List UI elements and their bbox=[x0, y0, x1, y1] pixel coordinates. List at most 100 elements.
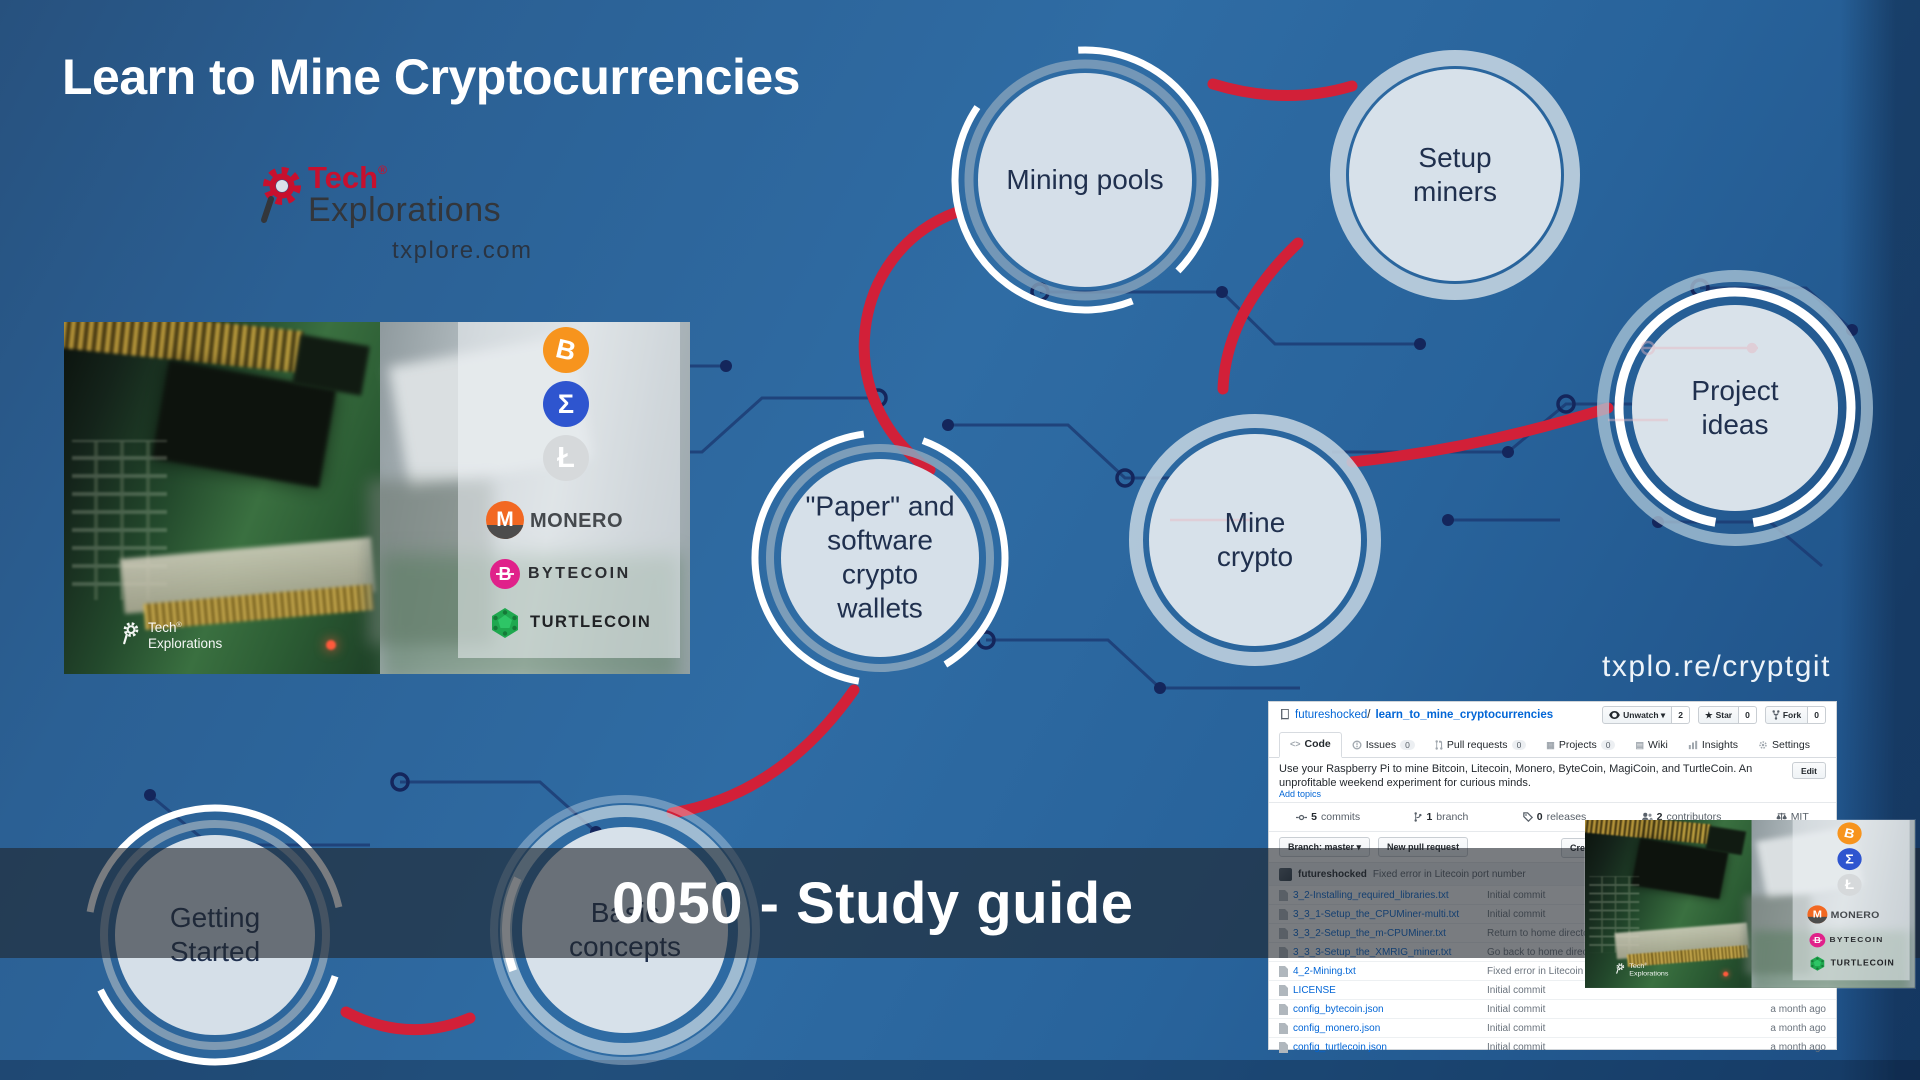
pi-photo-composite: B Σ Ł M MONERO B BYTECOIN TURTLECOIN bbox=[1585, 820, 1915, 988]
add-topics-link[interactable]: Add topics bbox=[1279, 789, 1322, 799]
repo-separator: / bbox=[1367, 709, 1371, 721]
bytecoin-label: BYTECOIN bbox=[528, 565, 631, 582]
turtlecoin-icon bbox=[1809, 956, 1826, 971]
star-button[interactable]: ★ Star bbox=[1697, 706, 1740, 724]
code-icon: <> bbox=[1290, 739, 1301, 749]
insights-icon bbox=[1688, 740, 1697, 750]
tab-settings[interactable]: Settings bbox=[1748, 734, 1820, 757]
file-icon bbox=[1279, 984, 1288, 996]
bytecoin-icon: B bbox=[1809, 933, 1826, 948]
tech-explorations-logo: Tech® Explorations txplore.com bbox=[256, 160, 556, 275]
wiki-icon: ▤ bbox=[1635, 739, 1644, 750]
gear-magnifier-icon bbox=[261, 167, 301, 223]
repo-tab-bar: <> Code Issues 0 Pull requests 0 ▦ Proje… bbox=[1269, 728, 1836, 758]
node-mining-pools: Mining pools bbox=[1006, 163, 1164, 195]
tab-pull-requests[interactable]: Pull requests 0 bbox=[1425, 734, 1536, 757]
star-icon: ★ bbox=[1704, 709, 1713, 720]
coin-list: B Σ Ł M MONERO B BYTECOIN TURTLECOIN bbox=[1793, 820, 1910, 980]
diagram-node-circles bbox=[84, 46, 1873, 1066]
repo-name-link[interactable]: learn_to_mine_cryptocurrencies bbox=[1375, 709, 1554, 721]
tab-issues[interactable]: Issues 0 bbox=[1342, 734, 1425, 757]
fork-icon bbox=[1772, 710, 1780, 720]
monero-label: MONERO bbox=[530, 510, 623, 532]
turtlecoin-label: TURTLECOIN bbox=[1830, 958, 1895, 968]
eye-icon bbox=[1609, 711, 1620, 719]
photo-watermark: Tech® Explorations bbox=[120, 620, 222, 651]
file-icon bbox=[1279, 965, 1288, 977]
bottom-edge-shade bbox=[0, 1060, 1920, 1080]
projects-icon: ▦ bbox=[1546, 739, 1555, 750]
pi-board-image bbox=[64, 322, 380, 674]
node-project-ideas: Project ideas bbox=[1691, 374, 1779, 440]
node-setup-miners: Setup miners bbox=[1412, 141, 1498, 207]
page-title: Learn to Mine Cryptocurrencies bbox=[62, 49, 800, 105]
bytecoin-label: BYTECOIN bbox=[1829, 935, 1884, 945]
tab-projects[interactable]: ▦ Projects 0 bbox=[1536, 734, 1625, 757]
tab-wiki[interactable]: ▤ Wiki bbox=[1635, 739, 1668, 751]
pi-photo-composite: B Σ Ł M MONERO B BYTECOIN TURTLECOIN bbox=[64, 322, 690, 674]
litecoin-icon: Ł bbox=[543, 435, 589, 481]
tab-insights[interactable]: Insights bbox=[1678, 734, 1748, 757]
coin-panel-veil bbox=[1792, 820, 1910, 981]
fork-button[interactable]: Fork bbox=[1764, 706, 1809, 724]
faint-inner-traces bbox=[1170, 340, 1758, 522]
file-icon bbox=[1279, 1041, 1288, 1053]
sigma-coin-icon: Σ bbox=[543, 381, 589, 427]
issue-icon bbox=[1352, 740, 1362, 750]
logo-brand-top: Tech® bbox=[308, 160, 387, 195]
coin-list: B Σ Ł M MONERO B BYTECOIN TURTLECOIN bbox=[458, 322, 680, 658]
litecoin-icon: Ł bbox=[1837, 873, 1862, 896]
file-row[interactable]: LICENSE Initial commit bbox=[1269, 980, 1836, 999]
raspberry-pi-photo-mini: B Σ Ł M MONERO B BYTECOIN TURTLECOIN bbox=[1585, 820, 1915, 988]
repo-action-buttons: Unwatch ▾ 2 ★ Star 0 Fork bbox=[1602, 706, 1826, 724]
node-paper-wallets: "Paper" and software crypto wallets bbox=[805, 490, 955, 625]
forks-count[interactable]: 0 bbox=[1808, 706, 1826, 724]
unwatch-button[interactable]: Unwatch ▾ bbox=[1602, 706, 1673, 724]
branch-icon bbox=[1414, 812, 1422, 822]
monero-label: MONERO bbox=[1830, 909, 1880, 921]
bitcoin-icon: B bbox=[1837, 822, 1862, 845]
registered-mark: ® bbox=[378, 163, 387, 177]
lesson-title: 0050 - Study guide bbox=[612, 870, 1134, 936]
file-icon bbox=[1279, 1022, 1288, 1034]
pi-board-image bbox=[1585, 820, 1752, 988]
repo-description: Use your Raspberry Pi to mine Bitcoin, L… bbox=[1279, 763, 1753, 790]
pull-request-icon bbox=[1435, 740, 1443, 750]
edit-description-button[interactable]: Edit bbox=[1791, 762, 1826, 779]
sigma-coin-icon: Σ bbox=[1837, 848, 1862, 871]
commits-icon bbox=[1296, 814, 1308, 820]
watchers-count[interactable]: 2 bbox=[1672, 706, 1690, 724]
shortlink-url: txplo.re/cryptgit bbox=[1602, 650, 1831, 683]
monero-icon: M bbox=[486, 501, 524, 539]
watermark-gear-icon bbox=[1616, 963, 1625, 974]
repo-owner-link[interactable]: futureshocked bbox=[1295, 709, 1368, 721]
logo-brand-bottom: Explorations bbox=[308, 191, 502, 229]
bitcoin-icon: B bbox=[543, 327, 589, 373]
watermark-gear-icon bbox=[123, 622, 139, 645]
turtlecoin-label: TURTLECOIN bbox=[530, 613, 652, 631]
coin-panel-veil bbox=[458, 322, 680, 658]
repo-icon bbox=[1281, 709, 1289, 721]
turtlecoin-icon bbox=[489, 607, 521, 639]
red-connector-arcs bbox=[340, 78, 1614, 1036]
file-row[interactable]: 4_2-Mining.txt Fixed error in Litecoin p… bbox=[1269, 961, 1836, 980]
repo-description-row: Use your Raspberry Pi to mine Bitcoin, L… bbox=[1269, 758, 1836, 790]
contributors-icon bbox=[1641, 812, 1653, 821]
tag-icon bbox=[1522, 812, 1533, 822]
stars-count[interactable]: 0 bbox=[1739, 706, 1757, 724]
tab-code[interactable]: <> Code bbox=[1279, 732, 1342, 758]
file-icon bbox=[1279, 1003, 1288, 1015]
photo-watermark: Tech® Explorations bbox=[1615, 962, 1668, 977]
bytecoin-icon: B bbox=[490, 559, 520, 589]
node-mine-crypto: Mine crypto bbox=[1216, 506, 1294, 572]
monero-icon: M bbox=[1807, 905, 1828, 924]
settings-gear-icon bbox=[1759, 741, 1767, 749]
